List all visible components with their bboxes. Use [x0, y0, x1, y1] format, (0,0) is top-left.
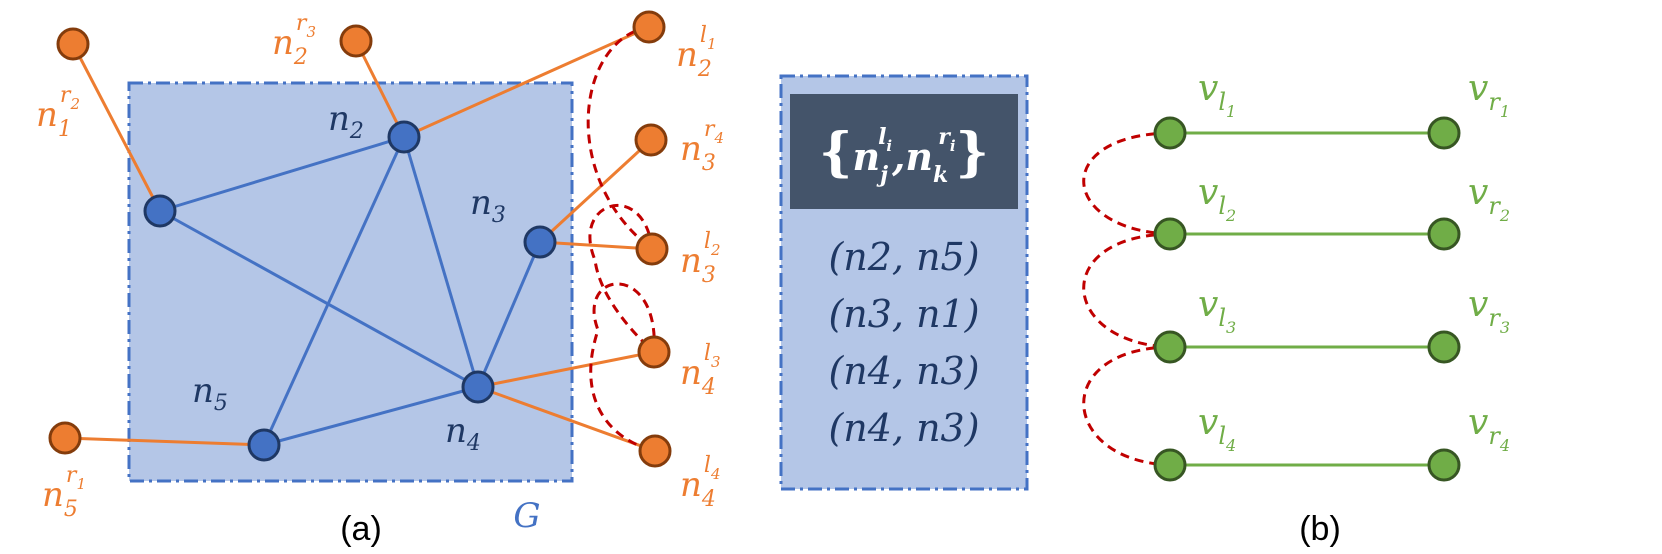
- label-n3-l2: n3l2: [680, 229, 721, 288]
- green-labels: vl1 vl2 vl3 vl4 vr1 vr2 vr3 vr4: [1198, 68, 1510, 455]
- label-n5: n5: [192, 371, 228, 416]
- pair-row: (n4, n3): [828, 406, 979, 450]
- inner-edge: [263, 385, 479, 447]
- node-n4-l3: [637, 335, 671, 369]
- pair-list: (n2, n5) (n3, n1) (n4, n3) (n4, n3): [828, 235, 979, 450]
- label-n3-r4: n3r4: [680, 117, 724, 176]
- panel-b: vl1 vl2 vl3 vl4 vr1 vr2 vr3 vr4 (b): [1082, 68, 1510, 548]
- node-n3-l2: [635, 232, 669, 266]
- inner-edge: [476, 241, 542, 388]
- graph-region-g: [127, 81, 574, 483]
- arc-vl2-vl3: [1082, 232, 1171, 349]
- label-vl2: vl2: [1198, 172, 1236, 225]
- node-n2: [387, 120, 421, 154]
- table-header-box: [790, 94, 1018, 209]
- label-n2-r3: n2r3: [272, 11, 316, 70]
- outer-edge: [477, 385, 656, 453]
- arc-l1-l2: [586, 25, 653, 251]
- label-vl3: vl3: [1198, 284, 1236, 337]
- outer-labels: n1r2 n2r3 n2l1 n3r4 n3l2 n4l3 n4l4 n5r1: [36, 11, 724, 522]
- panel-a: n2 n3 n4 n5 n1r2 n2r3 n2l1 n3r4 n3l2 n4l…: [36, 10, 724, 548]
- inner-nodes: [143, 120, 557, 462]
- label-vl1: vl1: [1198, 68, 1236, 121]
- arc-vl1-vl2: [1082, 131, 1171, 236]
- inner-edge: [402, 136, 480, 388]
- node-n1-r2: [56, 27, 90, 61]
- label-n4: n4: [445, 411, 481, 456]
- node-n3-r4: [634, 123, 668, 157]
- outer-edge: [538, 138, 653, 244]
- label-vr2: vr2: [1468, 172, 1510, 225]
- label-n1-r2: n1r2: [36, 83, 80, 142]
- label-n2-l1: n2l1: [676, 23, 717, 82]
- label-vr1: vr1: [1468, 68, 1510, 121]
- outer-edge: [477, 350, 655, 389]
- green-edges: [1170, 131, 1444, 467]
- arc-vl3-vl4: [1082, 345, 1171, 467]
- outer-edge: [539, 240, 653, 251]
- node-n4: [461, 370, 495, 404]
- node-vl2: [1153, 217, 1187, 251]
- label-n5-r1: n5r1: [42, 463, 86, 522]
- graph-label-g: G: [513, 496, 540, 536]
- arc-l3-l4: [589, 282, 656, 453]
- node-vl4: [1153, 448, 1187, 482]
- caption-b: (b): [1299, 510, 1341, 548]
- inner-edge: [159, 209, 479, 389]
- node-vr2: [1427, 217, 1461, 251]
- node-vr4: [1427, 448, 1461, 482]
- label-n3: n3: [470, 183, 506, 228]
- outer-edge: [71, 43, 162, 212]
- node-n2-r3: [339, 24, 373, 58]
- arc-l2-l3: [588, 204, 655, 354]
- label-vl4: vl4: [1198, 402, 1236, 455]
- outer-nodes: [48, 10, 672, 468]
- node-n3: [523, 225, 557, 259]
- label-vr4: vr4: [1468, 402, 1510, 455]
- label-n4-l3: n4l3: [680, 341, 721, 400]
- pair-row: (n4, n3): [828, 349, 979, 393]
- label-vr3: vr3: [1468, 284, 1510, 337]
- node-n5-r1: [48, 421, 82, 455]
- outer-edge: [64, 436, 265, 447]
- inner-labels: n2 n3 n4 n5: [192, 99, 506, 456]
- node-n1: [143, 194, 177, 228]
- node-vr3: [1427, 330, 1461, 364]
- pair-table: {njli,nkri} (n2, n5) (n3, n1) (n4, n3) (…: [779, 74, 1029, 491]
- green-nodes: [1153, 116, 1461, 482]
- connection-arcs-b: [1082, 131, 1171, 467]
- caption-a: (a): [340, 510, 382, 548]
- node-n2-l1: [632, 10, 666, 44]
- table-header-text: {njli,nkri}: [819, 122, 989, 188]
- inner-edge: [159, 135, 405, 213]
- node-vl1: [1153, 116, 1187, 150]
- node-vl3: [1153, 330, 1187, 364]
- pair-row: (n2, n5): [828, 235, 979, 279]
- label-n2: n2: [328, 99, 364, 144]
- outer-edge: [354, 40, 406, 138]
- label-n4-l4: n4l4: [680, 453, 721, 512]
- node-vr1: [1427, 116, 1461, 150]
- node-n5: [247, 428, 281, 462]
- inner-edge: [262, 136, 406, 446]
- node-n4-l4: [638, 434, 672, 468]
- outer-edges: [64, 25, 656, 453]
- outer-edge: [403, 25, 650, 139]
- connection-arcs-a: [586, 25, 656, 453]
- pair-row: (n3, n1): [828, 292, 979, 336]
- inner-edges: [159, 135, 542, 447]
